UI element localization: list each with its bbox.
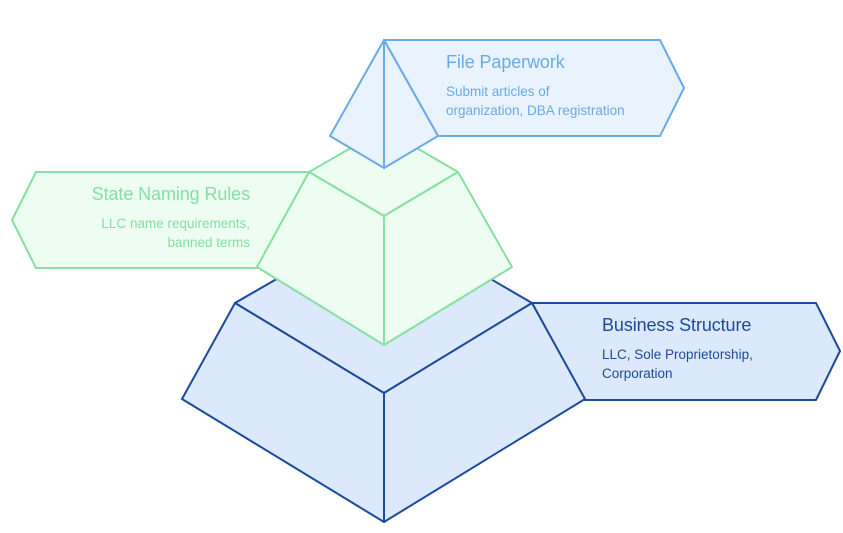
- description-line: LLC name requirements,: [101, 216, 250, 231]
- tier-top-right-face: [383, 39, 439, 169]
- level-description: Submit articles of organization, DBA reg…: [446, 82, 625, 120]
- level-description: LLC name requirements, banned terms: [36, 214, 250, 252]
- tier-top-left-face: [329, 39, 385, 169]
- description-line: Submit articles of: [446, 84, 550, 99]
- level-title: State Naming Rules: [91, 184, 250, 204]
- level-title: File Paperwork: [446, 52, 565, 72]
- tier-bottom-right-face: [383, 302, 586, 523]
- tier-middle-right-face: [383, 171, 513, 346]
- description-line: Corporation: [602, 366, 673, 381]
- description-line: LLC, Sole Proprietorship,: [602, 347, 753, 362]
- level-label-state-naming-rules: State Naming Rules LLC name requirements…: [36, 184, 250, 252]
- level-description: LLC, Sole Proprietorship, Corporation: [602, 345, 753, 383]
- description-line: organization, DBA registration: [446, 103, 625, 118]
- description-line: banned terms: [167, 235, 250, 250]
- level-label-file-paperwork: File Paperwork Submit articles of organi…: [446, 52, 625, 120]
- level-label-business-structure: Business Structure LLC, Sole Proprietors…: [602, 315, 753, 383]
- pyramid-tier-top: [329, 39, 685, 169]
- level-title: Business Structure: [602, 315, 752, 335]
